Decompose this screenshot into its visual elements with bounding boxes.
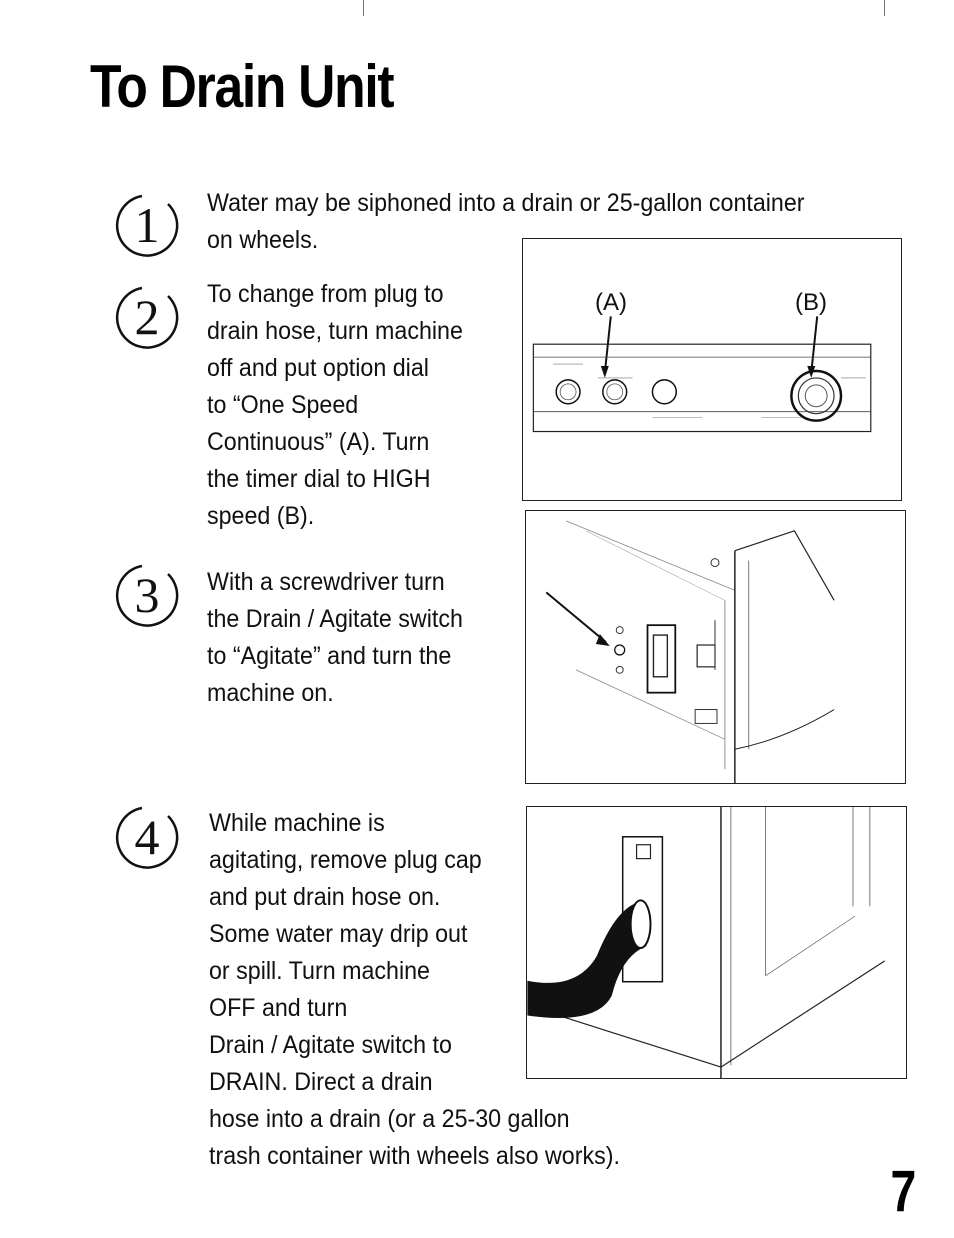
text-line: Continuous” (A). Turn [207, 428, 430, 456]
drain-hose-drawing [527, 807, 886, 1078]
text-line: off and put option dial [207, 354, 429, 382]
label-b: (B) [795, 289, 827, 316]
step-number: 2 [135, 289, 160, 345]
page-title: To Drain Unit [90, 53, 395, 120]
drain-agitate-switch-figure [525, 510, 906, 784]
text-line: and put drain hose on. [209, 883, 441, 911]
text-line: to “Agitate” and turn the [207, 642, 452, 670]
step-number: 1 [135, 197, 160, 253]
text-line: Water may be siphoned into a drain or 25… [207, 189, 805, 217]
text-line: DRAIN. Direct a drain [209, 1068, 433, 1096]
text-line: the Drain / Agitate switch [207, 605, 463, 633]
text-line: OFF and turn [209, 994, 348, 1022]
text-line: speed (B). [207, 502, 315, 530]
control-panel-figure: (A) (B) [522, 238, 902, 501]
text-line: hose into a drain (or a 25-30 gallon [209, 1105, 570, 1133]
text-line: to “One Speed [207, 391, 359, 419]
text-line: machine on. [207, 679, 334, 707]
page-number: 7 [890, 1159, 916, 1224]
text-line: agitating, remove plug cap [209, 846, 482, 874]
step-3-text: With a screwdriver turn the Drain / Agit… [207, 564, 463, 712]
step-4-text: While machine is agitating, remove plug … [209, 805, 620, 1175]
text-line: drain hose, turn machine [207, 317, 463, 345]
text-line: trash container with wheels also works). [209, 1142, 620, 1170]
step-3-number-icon: 3 [112, 560, 182, 630]
step-number: 3 [135, 567, 160, 623]
step-2-text: To change from plug to drain hose, turn … [207, 276, 463, 535]
text-line: With a screwdriver turn [207, 568, 445, 596]
text-line: While machine is [209, 809, 385, 837]
crop-mark-right [884, 0, 885, 16]
control-panel-drawing [532, 316, 872, 433]
step-number: 4 [135, 809, 160, 865]
drain-hose-figure [526, 806, 907, 1079]
step-2-number-icon: 2 [112, 282, 182, 352]
switch-drawing [545, 520, 835, 783]
text-line: on wheels. [207, 226, 319, 254]
text-line: Some water may drip out [209, 920, 468, 948]
step-1-text: Water may be siphoned into a drain or 25… [207, 185, 805, 259]
crop-mark-left [363, 0, 364, 16]
text-line: Drain / Agitate switch to [209, 1031, 452, 1059]
step-1-number-icon: 1 [112, 190, 182, 260]
text-line: the timer dial to HIGH [207, 465, 431, 493]
step-4-number-icon: 4 [112, 802, 182, 872]
label-a: (A) [595, 289, 627, 316]
text-line: To change from plug to [207, 280, 444, 308]
text-line: or spill. Turn machine [209, 957, 430, 985]
